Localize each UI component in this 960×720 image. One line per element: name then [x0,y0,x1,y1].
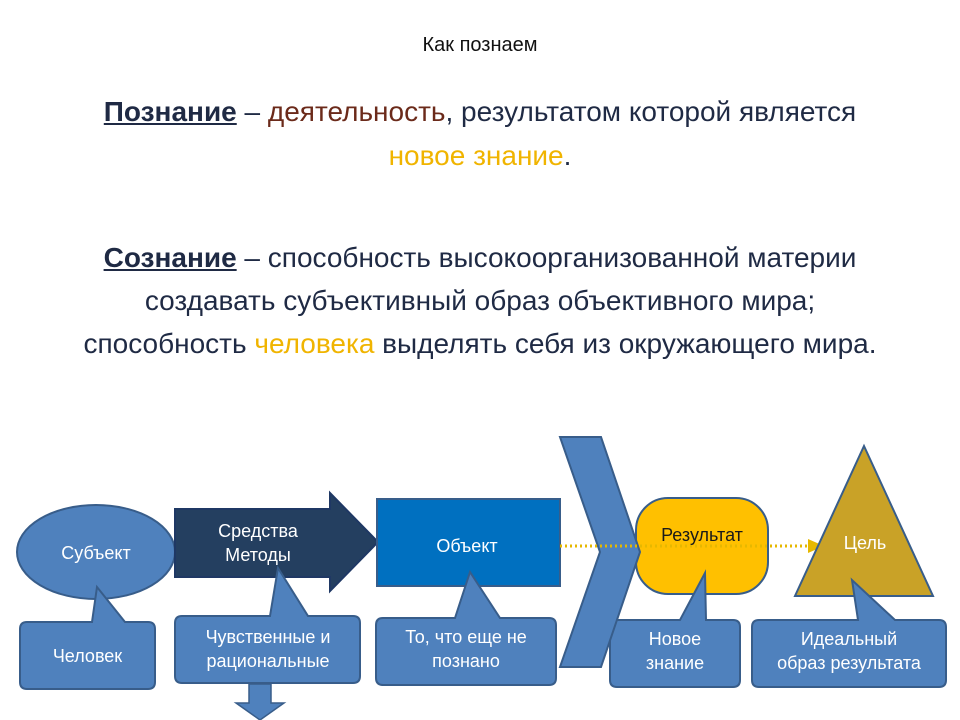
cognition-term: Познание [103,96,237,127]
result-callout-label: Новое знание [612,627,738,675]
consciousness-line-1-rest: – способность высокоорганизованной матер… [236,242,857,273]
subject-callout [19,584,156,690]
cognition-new-knowledge: новое знание [388,140,564,171]
object-label: Объект [436,536,498,556]
down-arrow [233,683,287,720]
means-arrow [174,490,380,594]
goal-label: Цель [843,533,887,553]
cognition-period: . [563,140,572,171]
cognition-activity: деятельность [267,96,446,127]
means-label: Средства Методы [188,519,328,567]
connector-arrow-head [808,539,824,553]
means-label-line-2: Методы [225,545,291,565]
subject-callout-label: Человек [52,646,123,666]
consciousness-definition: Сознание – способность высокоорганизован… [0,236,960,365]
means-label-line-1: Средства [218,521,298,541]
cognition-rest: , результатом которой является [445,96,857,127]
object-callout-line-1: То, что еще не [405,627,527,647]
means-callout-label: Чувственные и рациональные [178,625,358,673]
consciousness-line-1: Сознание – способность высокоорганизован… [0,236,960,279]
cognition-line-1: Познание – деятельность, результатом кот… [0,90,960,134]
subject-label: Субъект [61,543,131,563]
consciousness-line-3-start: способность [83,328,255,359]
result-label: Результат [661,525,743,545]
means-callout-line-1: Чувственные и [205,627,331,647]
goal-callout [751,577,947,688]
slide-title: Как познаем [422,34,538,56]
object-box [376,498,561,587]
means-callout-line-2: рациональные [206,651,330,671]
result-callout-line-2: знание [645,653,705,673]
cognition-dash: – [236,96,268,127]
cognition-definition: Познание – деятельность, результатом кот… [0,90,960,178]
result-callout-line-1: Новое [648,629,702,649]
means-callout [174,565,361,684]
consciousness-line-3: способность человека выделять себя из ок… [0,322,960,365]
object-callout-label: То, что еще не познано [378,625,554,673]
goal-callout-line-1: Идеальный [800,629,898,649]
cognition-line-2: новое знание. [0,134,960,178]
goal-callout-line-2: образ результата [777,653,921,673]
consciousness-line-3-end: выделять себя из окружающего мира. [374,328,877,359]
consciousness-line-2: создавать субъективный образ объективног… [144,285,816,316]
consciousness-term: Сознание [103,242,237,273]
object-callout-line-2: познано [432,651,500,671]
object-callout [375,569,557,686]
goal-triangle [793,443,935,597]
chevron-arrow [558,436,642,668]
consciousness-human: человека [254,328,375,359]
goal-callout-label: Идеальный образ результата [754,627,944,675]
